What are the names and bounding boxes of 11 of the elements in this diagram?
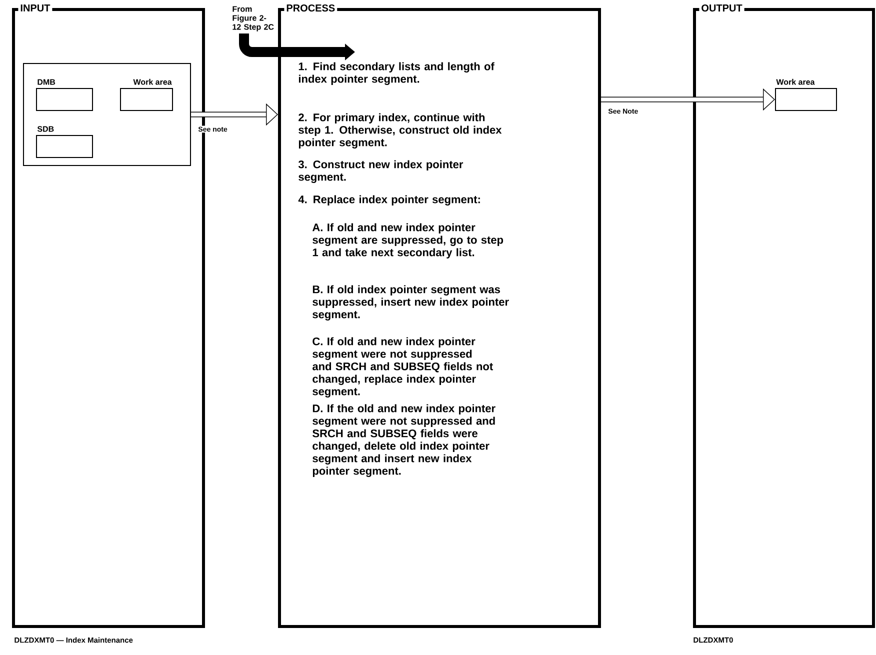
- group-box: [23, 63, 191, 166]
- node-label: DMB: [38, 79, 56, 85]
- node-label: SDB: [37, 126, 54, 132]
- node-label: Work area: [776, 78, 815, 85]
- note-text: From Figure 2-12 Step 2C: [232, 6, 274, 32]
- node-label: Work area: [133, 78, 172, 85]
- panel: PROCESS 1. Find secondary lists and length of index pointer segment. 2. For primary index, continue with step 1. Otherwise, construct old index pointer segment. 3. Construct new index pointer segment. 4. Replace index pointer segment: A. If old and new index pointer segment are suppressed, go to step 1 and take next secondary list. B. If old index pointer segment was suppressed, insert new index pointer segment. C. If old and new index pointer segment were not suppressed and SRCH and SUBSEQ fields not changed, replace index pointer segment. D. If the old and new index pointer segment were not suppressed and SRCH and SUBSEQ fields were changed, delete old index pointer segment and insert new index pointer segment.: [278, 2, 601, 628]
- storage-box: Work area: [120, 78, 173, 111]
- storage-box: SDB: [36, 126, 93, 158]
- storage-box: Work area: [775, 78, 837, 111]
- storage-box: DMB: [36, 79, 93, 111]
